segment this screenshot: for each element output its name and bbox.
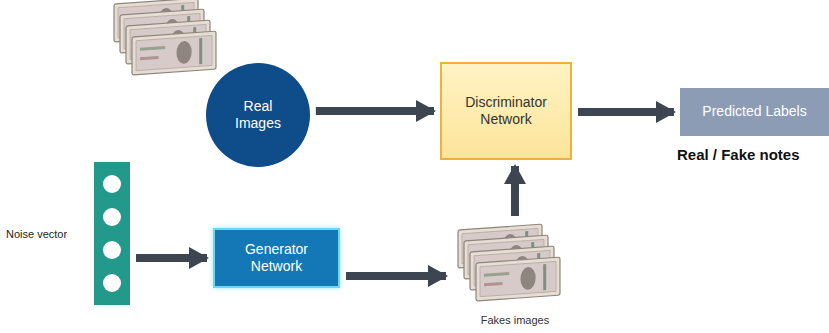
real-images-circle: Real Images	[206, 63, 310, 167]
node-text: Discriminator Network	[451, 94, 561, 129]
banknote-portrait	[176, 40, 191, 64]
noise-dots	[94, 162, 130, 305]
banknote-panel	[480, 261, 556, 296]
flow-arrow	[578, 108, 674, 116]
banknote-body	[476, 257, 560, 301]
node-text: Real Images	[228, 98, 288, 133]
fake-images-group: Fakes images	[452, 222, 578, 330]
flow-arrow	[346, 272, 446, 280]
noise-vector-bar: Noise vector	[94, 162, 130, 305]
banknote-panel	[136, 35, 212, 70]
banknote-stripe	[484, 282, 502, 286]
banknote-stripe	[140, 56, 158, 60]
node-text: Generator Network	[227, 241, 327, 276]
discriminator-box: Discriminator Network	[440, 62, 572, 160]
generator-box: Generator Network	[213, 228, 340, 288]
banknote-stripe	[484, 272, 509, 277]
node-text: Fakes images	[452, 314, 578, 326]
real-notes-stack	[114, 0, 216, 75]
noise-dot	[103, 208, 121, 226]
banknote-body	[132, 31, 216, 75]
fake-notes-stack	[458, 224, 560, 301]
banknote	[476, 257, 560, 301]
banknote	[132, 31, 216, 75]
node-text: Predicted Labels	[702, 103, 806, 121]
node-text: Noise vector	[6, 228, 67, 240]
noise-dot	[103, 175, 121, 193]
banknote-thread	[199, 38, 202, 64]
flow-arrow	[511, 166, 519, 216]
banknote-stripe	[140, 46, 165, 51]
predicted-labels-box: Predicted Labels	[680, 88, 829, 136]
flow-arrow	[136, 254, 207, 262]
banknote-thread	[543, 264, 546, 290]
banknote-portrait	[520, 266, 535, 290]
noise-dot	[103, 274, 121, 292]
note-label: Real / Fake notes	[677, 146, 800, 163]
noise-dot	[103, 241, 121, 259]
flow-arrow	[316, 107, 434, 115]
